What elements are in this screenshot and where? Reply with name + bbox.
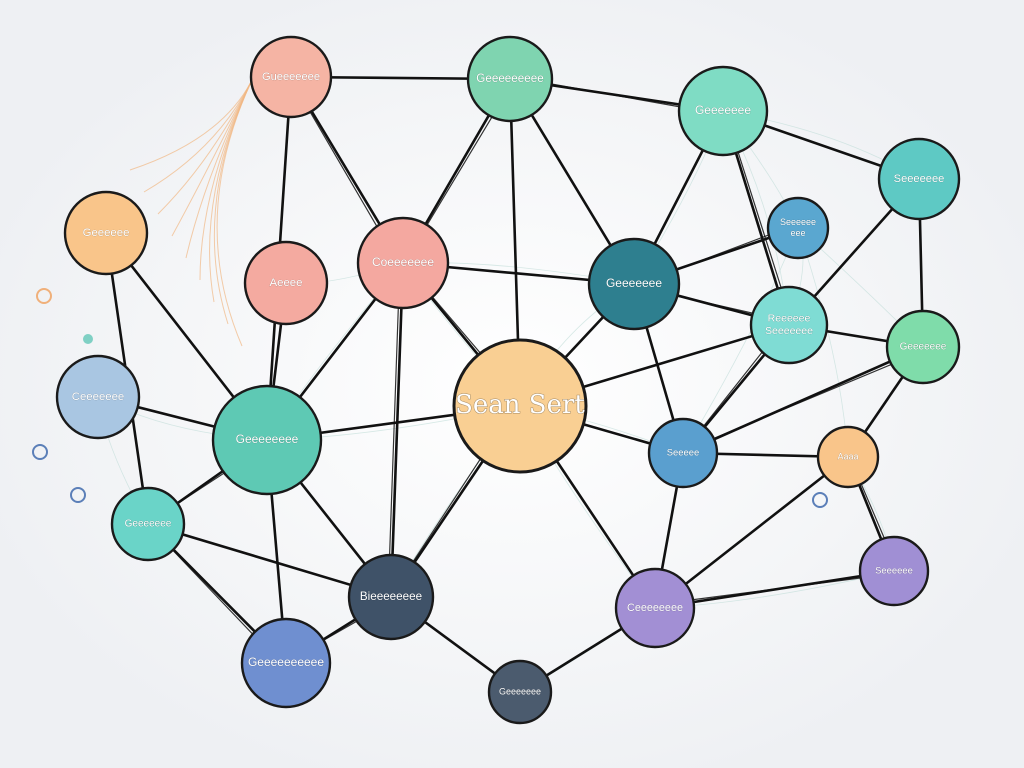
node-circle[interactable] [110, 486, 186, 562]
node-label: Geeeeeeeee [476, 72, 543, 85]
node-label: Seeeeee [875, 566, 913, 577]
node-label: Gueeeeeee [262, 71, 320, 83]
node-n1[interactable]: Gueeeeeee [249, 35, 333, 119]
node-n16[interactable]: Geeeeeee [110, 486, 186, 562]
edge-n18-n15 [653, 455, 850, 610]
node-circle[interactable] [249, 35, 333, 119]
node-n6[interactable]: Coeeeeeee [356, 216, 450, 310]
node-label: Geeeeeee [900, 342, 947, 353]
node-n5[interactable]: Geeeeee [63, 190, 149, 276]
node-label: eee [790, 228, 805, 238]
node-circle[interactable] [240, 617, 332, 709]
node-circle[interactable] [877, 137, 961, 221]
node-label: Geeeeeeeeee [248, 655, 324, 669]
node-n11[interactable]: Geeeeeee [885, 309, 961, 385]
node-label: Coeeeeeee [372, 255, 434, 269]
node-n14[interactable]: Seeeee [647, 417, 719, 489]
center-node[interactable]: Sean Sert [452, 338, 588, 474]
edge-shadow [387, 259, 401, 601]
node-label: Ceeeeeee [72, 391, 125, 403]
curl-glyph [32, 444, 48, 460]
node-n8[interactable]: Geeeeeee [587, 237, 681, 331]
node-label: Geeeeeee [606, 276, 662, 290]
node-n3[interactable]: Geeeeeee [677, 65, 769, 157]
node-circle[interactable] [677, 65, 769, 157]
node-circle[interactable] [587, 237, 681, 331]
node-label: Seeeeeee [765, 325, 813, 337]
node-circle[interactable] [63, 190, 149, 276]
node-label: Geeeeee [83, 227, 130, 239]
node-circle[interactable] [466, 35, 554, 123]
node-circle[interactable] [647, 417, 719, 489]
node-circle[interactable] [55, 354, 141, 440]
curl-glyph [812, 492, 828, 508]
node-n17[interactable]: Bieeeeeeee [347, 553, 435, 641]
node-circle[interactable] [487, 659, 553, 725]
decorative-strand [129, 81, 252, 171]
node-n7[interactable]: Aeeee [243, 240, 329, 326]
node-label: Seeeeeee [894, 173, 945, 185]
node-circle[interactable] [356, 216, 450, 310]
node-circle[interactable] [885, 309, 961, 385]
decorative-dot [83, 334, 93, 344]
node-n19[interactable]: Seeeeee [858, 535, 930, 607]
node-circle[interactable] [614, 567, 696, 649]
decorative-strand [216, 81, 252, 347]
curl-glyph [36, 288, 52, 304]
node-label: Ceeeeeeee [627, 602, 683, 614]
node-label: Reeeeee [768, 313, 811, 325]
node-label: Geeeeeee [499, 686, 541, 696]
node-n2[interactable]: Geeeeeeeee [466, 35, 554, 123]
node-label: Geeeeeee [695, 103, 751, 117]
node-n15[interactable]: Aaaa [816, 425, 880, 489]
decorative-strand [143, 81, 252, 193]
node-label: Seeeee [667, 448, 700, 459]
decorative-links [32, 81, 828, 508]
node-circle[interactable] [766, 196, 830, 260]
node-label: Aeeee [270, 277, 303, 289]
node-n21[interactable]: Geeeeeee [487, 659, 553, 725]
decorative-strand [157, 81, 252, 215]
node-circle[interactable] [243, 240, 329, 326]
node-label: Geeeeeee [125, 519, 172, 530]
node-circle[interactable] [858, 535, 930, 607]
node-circle[interactable] [347, 553, 435, 641]
node-n13[interactable]: Geeeeeeee [211, 384, 323, 496]
node-label: Aaaa [837, 451, 858, 461]
edge-n6-n17 [389, 261, 405, 599]
center-node-label: Sean Sert [455, 390, 585, 420]
edge-shadow [685, 349, 927, 451]
node-label: Geeeeeeee [236, 432, 299, 446]
center-node-circle[interactable] [452, 338, 588, 474]
node-n18[interactable]: Ceeeeeeee [614, 567, 696, 649]
node-circle[interactable] [749, 285, 829, 365]
node-circle[interactable] [816, 425, 880, 489]
curl-glyph [70, 487, 86, 503]
node-label: Seeeeee [780, 217, 816, 227]
node-circle[interactable] [211, 384, 323, 496]
node-label: Bieeeeeeee [360, 590, 422, 603]
node-n12[interactable]: Ceeeeeee [55, 354, 141, 440]
node-n4[interactable]: Seeeeeee [877, 137, 961, 221]
edge-n11-n14 [681, 345, 925, 455]
node-n20[interactable]: Geeeeeeeeee [240, 617, 332, 709]
